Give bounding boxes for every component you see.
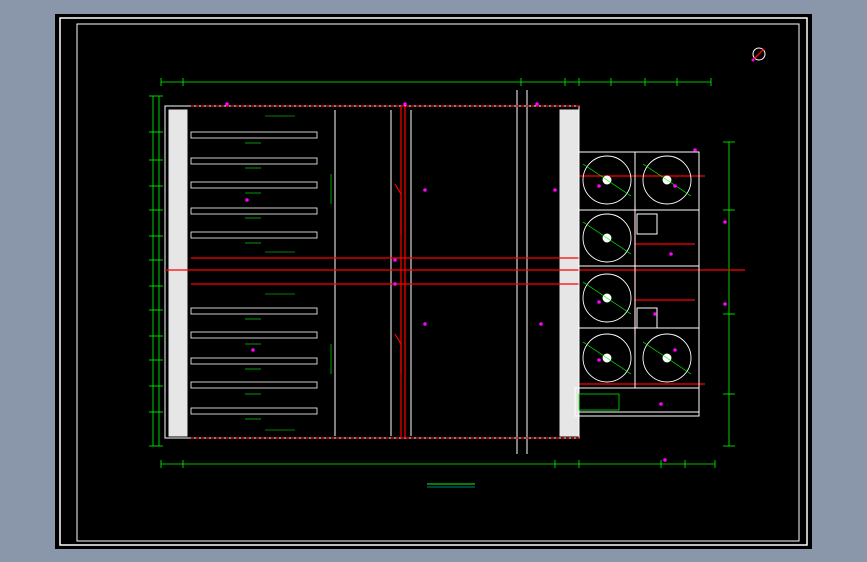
tanks — [582, 155, 692, 383]
equipment-room — [574, 151, 700, 417]
top-dimension-line — [160, 78, 712, 86]
cad-drawing — [59, 17, 808, 546]
main-basin — [164, 90, 580, 454]
drawing-sheet — [55, 14, 812, 549]
left-dimension-line — [149, 95, 163, 447]
caption — [427, 483, 475, 488]
north-arrow-icon — [751, 47, 766, 62]
green-annotations — [245, 115, 332, 431]
tank-details — [578, 163, 692, 411]
inner-frame — [76, 23, 800, 542]
markers — [225, 102, 727, 462]
outer-frame — [59, 17, 808, 546]
right-dimension-line — [723, 141, 735, 447]
bottom-dimension-line — [160, 460, 716, 468]
red-pipes — [165, 105, 745, 439]
distribution-channels — [190, 131, 318, 415]
